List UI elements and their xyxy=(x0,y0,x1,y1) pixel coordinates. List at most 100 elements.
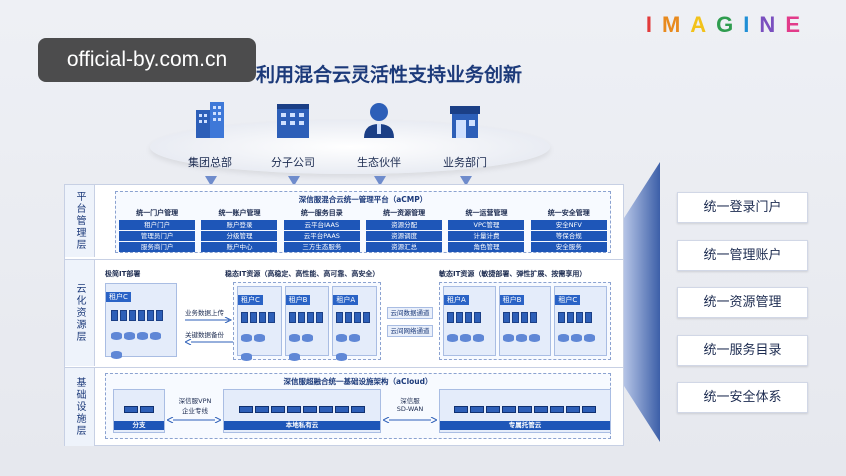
rack-server-icon xyxy=(502,406,516,413)
rack-server-icon xyxy=(470,406,484,413)
infra-hosted-cloud: 专属托管云 xyxy=(439,389,611,433)
rack-server-icon xyxy=(271,406,285,413)
rack-server-icon xyxy=(239,406,253,413)
brand-letter: A xyxy=(690,12,709,37)
tenant-label: 租户A xyxy=(444,295,469,305)
rack-server-icon xyxy=(534,406,548,413)
server-icon xyxy=(315,312,323,323)
server-icon xyxy=(336,312,344,323)
agile-resource-label: 敏态IT资源（敏捷部署、弹性扩展、按需享用） xyxy=(439,270,587,278)
acmp-column-head: 统一服务目录 xyxy=(300,209,343,217)
backup-label: 关键数据备份 xyxy=(185,331,224,339)
server-icon xyxy=(250,312,257,323)
upload-label: 业务数据上传 xyxy=(185,309,224,317)
connector-wedge xyxy=(624,162,660,442)
user-label: 分子公司 xyxy=(271,156,315,169)
storage-icon xyxy=(558,334,570,342)
user-group-hq: 集团总部 xyxy=(175,100,245,170)
brand-letter: M xyxy=(661,12,683,37)
arrow-right-icon xyxy=(185,317,233,323)
brand-letter: E xyxy=(785,12,802,37)
acmp-column-head: 统一账户管理 xyxy=(218,209,261,217)
storage-icon xyxy=(528,334,540,342)
storage-icon xyxy=(447,334,458,342)
building-icon xyxy=(196,102,224,138)
acmp-columns: 统一门户管理租户门户管理员门户服务商门户统一账户管理账户登录分级管理账户中心统一… xyxy=(116,208,610,252)
server-icon xyxy=(156,310,163,321)
user-label: 生态伙伴 xyxy=(357,156,401,169)
tenant-label: 租户B xyxy=(499,295,525,305)
architecture-panel: 平台管理层 深信服混合云统一管理平台（aCMP） 统一门户管理租户门户管理员门户… xyxy=(64,184,624,446)
feature-unified-security: 统一安全体系 xyxy=(677,382,808,413)
rack-server-icon xyxy=(335,406,349,413)
storage-icon xyxy=(111,351,122,359)
server-icon xyxy=(558,312,566,323)
storage-icon xyxy=(241,334,252,342)
feature-unified-login: 统一登录门户 xyxy=(677,192,808,223)
acmp-item: 资源汇总 xyxy=(366,242,443,252)
storage-icon xyxy=(349,334,361,342)
storage-icon xyxy=(473,334,484,342)
acmp-box: 深信服混合云统一管理平台（aCMP） 统一门户管理租户门户管理员门户服务商门户统… xyxy=(115,191,611,253)
storage-icon xyxy=(502,334,514,342)
acmp-item: 计量计费 xyxy=(448,231,525,241)
divider xyxy=(65,367,623,368)
acmp-column-head: 统一运营管理 xyxy=(465,209,508,217)
server-icon xyxy=(474,312,481,323)
segment-label: 本地私有云 xyxy=(224,421,380,430)
segment-label: 分支 xyxy=(114,421,164,430)
acmp-item: VPC管理 xyxy=(448,220,525,230)
extreme-deploy-label: 极简IT部署 xyxy=(105,270,141,278)
feature-unified-resource: 统一资源管理 xyxy=(677,287,808,318)
server-icon xyxy=(567,312,575,323)
tenant-card: 租户B xyxy=(284,286,330,361)
server-icon xyxy=(306,312,314,323)
server-icon xyxy=(363,312,371,323)
feature-unified-catalog: 统一服务目录 xyxy=(677,335,808,366)
server-icon xyxy=(120,310,127,321)
brand-letter: I xyxy=(645,12,654,37)
rack-server-icon xyxy=(566,406,580,413)
brand-letter: G xyxy=(716,12,736,37)
storage-icon xyxy=(515,334,527,342)
server-icon xyxy=(585,312,593,323)
divider xyxy=(65,259,623,260)
legacy-resource-label: 稳态IT资源（高稳定、高性能、高可靠、高安全） xyxy=(225,270,380,278)
server-icon xyxy=(259,312,266,323)
user-label: 集团总部 xyxy=(188,156,232,169)
acmp-item: 安全NFV xyxy=(530,220,607,230)
sdwan-line-2: SD-WAN xyxy=(396,405,424,413)
arrow-down-icon xyxy=(460,176,472,186)
tenant-card: 租户C xyxy=(554,286,608,356)
rack-server-icon xyxy=(550,406,564,413)
storage-icon xyxy=(137,332,148,340)
segment-label: 专属托管云 xyxy=(440,421,610,430)
user-label: 业务部门 xyxy=(443,156,487,169)
acmp-item: 账户中心 xyxy=(201,242,278,252)
server-icon xyxy=(129,310,136,321)
server-icon xyxy=(354,312,362,323)
tenant-label: 租户A xyxy=(333,295,359,305)
tenant-card: 租户A xyxy=(332,286,378,361)
server-icon xyxy=(456,312,463,323)
acmp-item: 云平台PAAS xyxy=(283,231,360,241)
server-icon xyxy=(111,310,118,321)
rack-server-icon xyxy=(518,406,532,413)
shop-icon xyxy=(450,106,480,138)
acmp-item: 租户门户 xyxy=(119,220,196,230)
rack-server-icon xyxy=(124,406,138,413)
server-icon xyxy=(268,312,275,323)
storage-icon xyxy=(460,334,471,342)
agile-resource-group: 租户A 租户B 租户C xyxy=(439,282,611,360)
rack-server-icon xyxy=(287,406,301,413)
layer-label-cloud: 云化资源层 xyxy=(65,260,95,366)
storage-icon xyxy=(336,353,348,361)
network-channel: 云间网络通道 xyxy=(387,325,433,337)
acmp-column: 统一账户管理账户登录分级管理账户中心 xyxy=(201,208,278,252)
acmp-item: 云平台IAAS xyxy=(283,220,360,230)
user-group-subsidiary: 分子公司 xyxy=(258,100,328,170)
acmp-column: 统一资源管理资源分配资源调度资源汇总 xyxy=(366,208,443,252)
acmp-item: 三方生态服务 xyxy=(283,242,360,252)
acmp-title: 深信服混合云统一管理平台（aCMP） xyxy=(298,195,428,204)
